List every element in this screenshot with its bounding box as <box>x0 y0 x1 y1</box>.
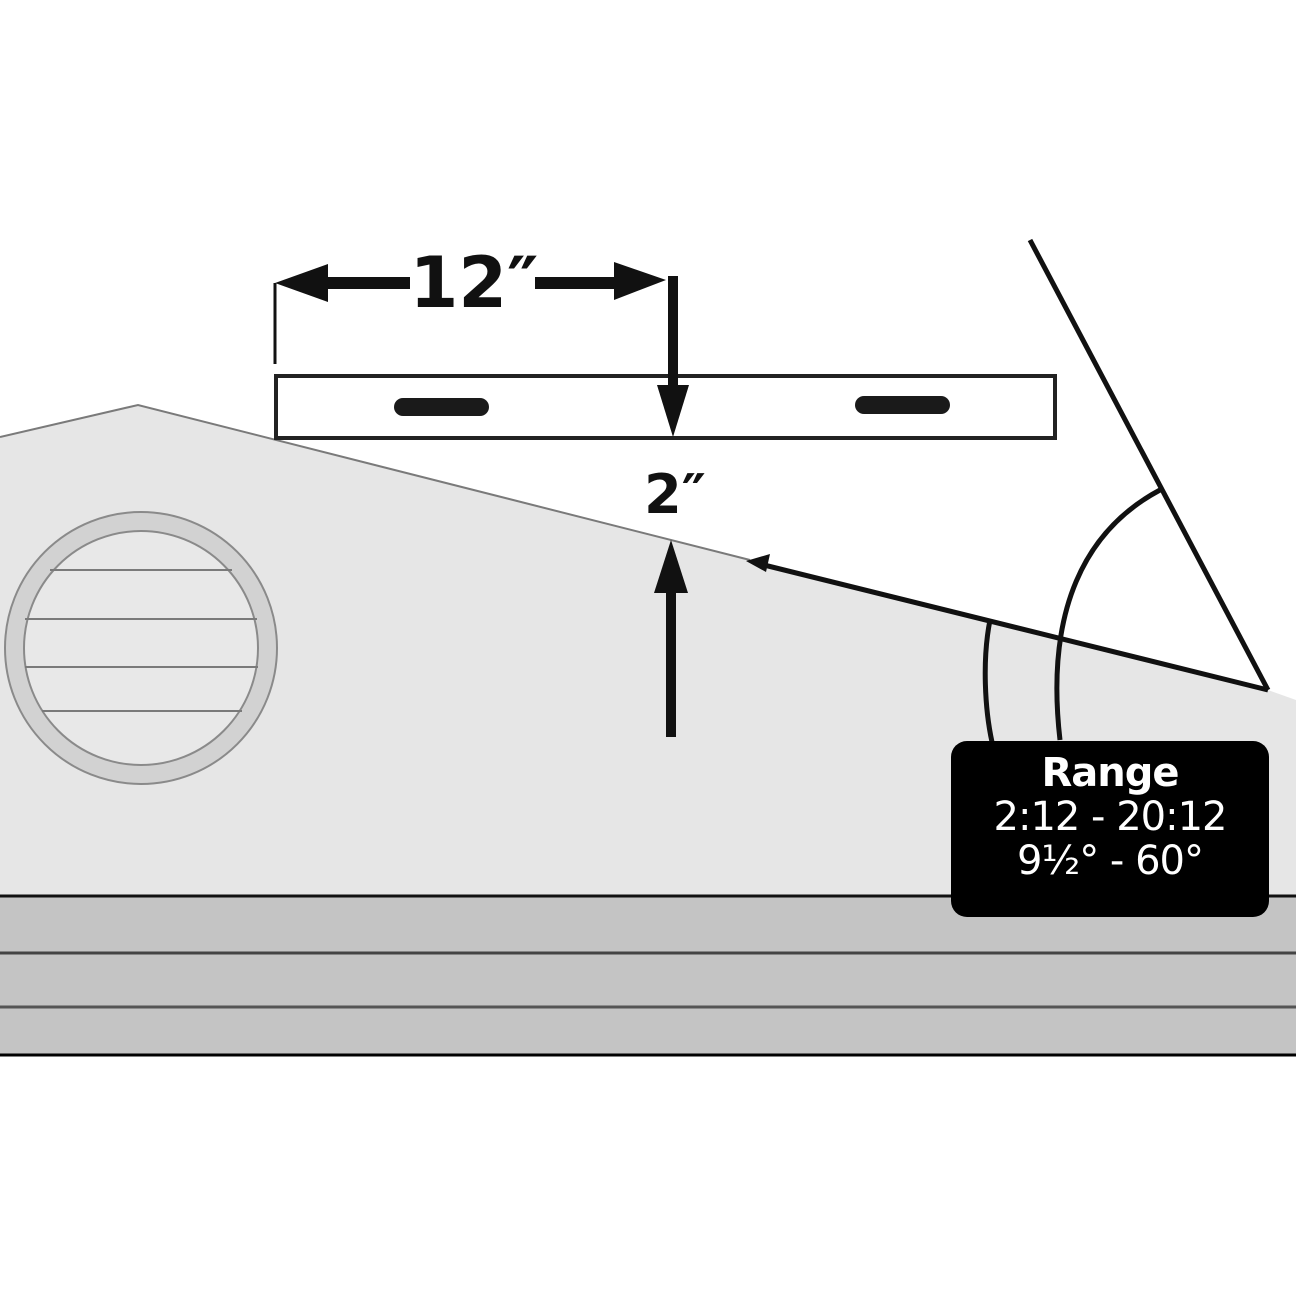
pitch-range: 2:12 - 20:12 <box>993 794 1228 840</box>
pitch-line <box>759 561 1269 693</box>
fascia-bands <box>0 894 1296 1057</box>
steep-line <box>1027 238 1271 692</box>
run-dimension-arrow: 12″ <box>273 242 689 437</box>
range-box: Range 2:12 - 20:12 9½° - 60° <box>951 741 1269 917</box>
rise-label: 2″ <box>644 463 706 526</box>
range-title: Range <box>1041 750 1179 796</box>
angle-arc-inner <box>982 619 995 743</box>
angle-gauge <box>746 238 1271 743</box>
angle-range: 9½° - 60° <box>1017 838 1204 884</box>
round-vent <box>4 511 278 785</box>
roof-outline <box>0 403 751 561</box>
run-label: 12″ <box>410 242 539 324</box>
angle-arc-outer <box>1054 487 1162 741</box>
rise-dimension-arrow: 2″ <box>644 463 706 737</box>
pitch-arrowhead <box>746 554 770 572</box>
